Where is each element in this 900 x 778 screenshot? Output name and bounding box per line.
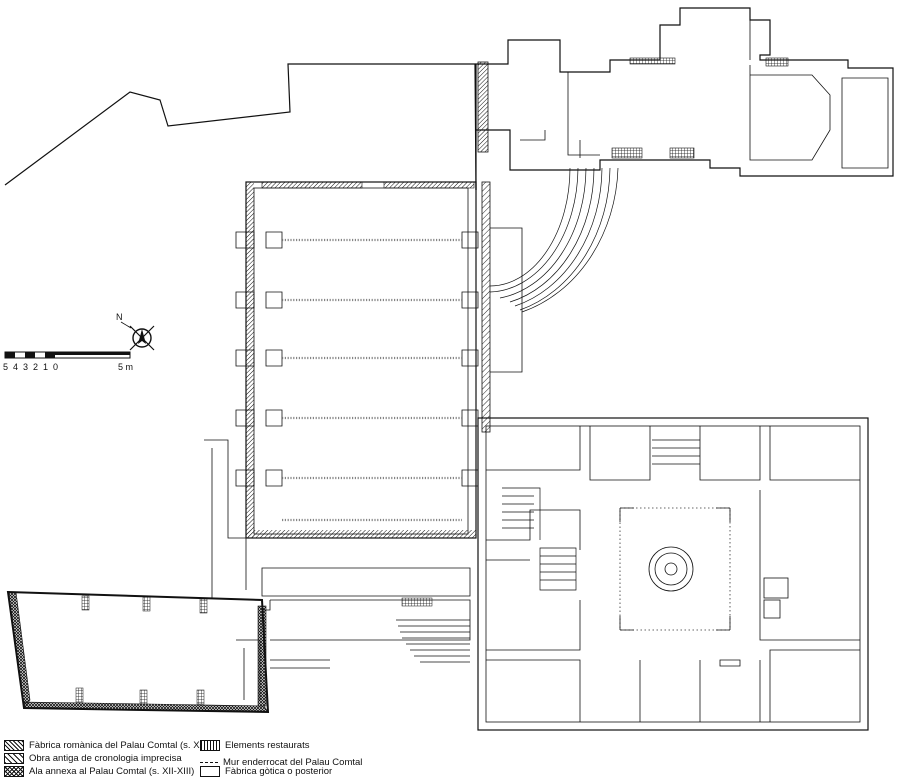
- legend-item-gotica: Fàbrica gòtica o posterior: [200, 766, 332, 777]
- grid-swatch-icon: [200, 740, 220, 751]
- scale-tick-label: 3: [23, 362, 28, 372]
- legend-label: Ala annexa al Palau Comtal (s. XII-XIII): [29, 766, 195, 777]
- scale-tick-label: 2: [33, 362, 38, 372]
- compass-icon: N: [116, 312, 155, 351]
- scale-bar: 5 4 3 2 1 0 5 m: [3, 351, 133, 372]
- corridor: [236, 567, 471, 700]
- romanesque-wall: [481, 181, 491, 433]
- legend-item-restaurats: Elements restaurats: [200, 740, 309, 751]
- legend-item-romanica: Fàbrica romànica del Palau Comtal (s. XI…: [4, 740, 205, 751]
- great-hall: [235, 181, 479, 539]
- dashed-line-icon: [200, 762, 218, 763]
- scale-tick-label: 0: [53, 362, 58, 372]
- legend-item-annexa: Ala annexa al Palau Comtal (s. XII-XIII): [4, 766, 194, 777]
- scale-tick-label: 5: [3, 362, 8, 372]
- legend-label: Obra antiga de cronologia imprecisa: [29, 753, 182, 764]
- scale-tick-label: 1: [43, 362, 48, 372]
- crosshatch-swatch-icon: [4, 766, 24, 777]
- blank-swatch-icon: [200, 766, 220, 777]
- romanesque-wall: [477, 61, 489, 153]
- legend-label: Elements restaurats: [225, 740, 310, 751]
- gothic-palace: [477, 417, 869, 731]
- scale-tick-label: 4: [13, 362, 18, 372]
- hatch-swatch-icon: [4, 740, 24, 751]
- legend-label: Fàbrica romànica del Palau Comtal (s. XI…: [29, 740, 206, 751]
- legend-item-antiga: Obra antiga de cronologia imprecisa: [4, 753, 182, 764]
- curved-stair: [489, 167, 619, 373]
- terrain-outline: [4, 63, 477, 191]
- scale-tick-label: 5 m: [118, 362, 133, 372]
- legend: Fàbrica romànica del Palau Comtal (s. XI…: [4, 740, 524, 777]
- legend-item-mur-enderrocat: Mur enderrocat del Palau Comtal: [200, 757, 362, 768]
- west-annex: [6, 439, 270, 714]
- hatch-swatch-icon: [4, 753, 24, 764]
- upper-east-building: [475, 7, 894, 190]
- legend-label: Fàbrica gòtica o posterior: [225, 766, 333, 777]
- legend-label: Mur enderrocat del Palau Comtal: [223, 757, 363, 768]
- compass-north-label: N: [116, 312, 123, 322]
